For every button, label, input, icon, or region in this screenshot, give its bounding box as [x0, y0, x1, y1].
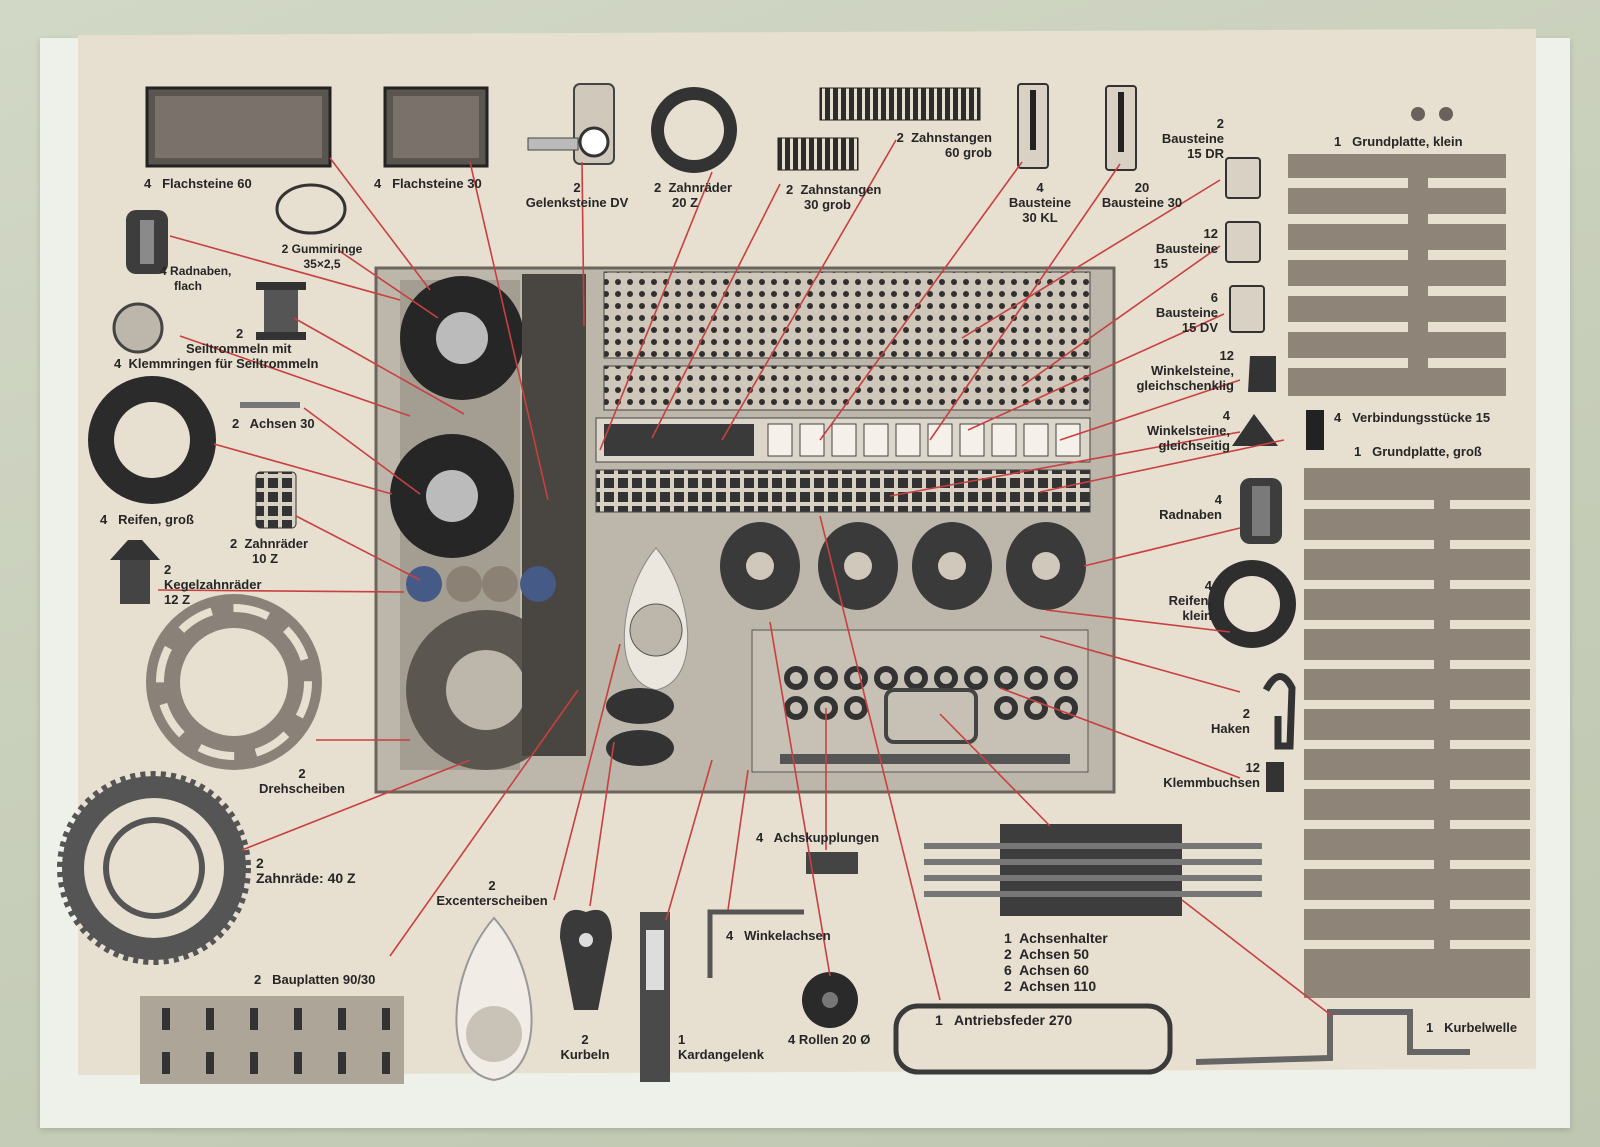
rolle-image	[802, 972, 858, 1028]
bausteine-15dr-image	[1226, 158, 1260, 198]
label-achsen-30: 2 Achsen 30	[232, 416, 315, 431]
bauplatte-image	[140, 996, 404, 1084]
winkelsteine-gleichseitig-image	[1232, 414, 1278, 446]
zahnrad-40-image	[62, 776, 246, 960]
achsenhalter-image	[924, 824, 1262, 916]
haken-image	[1266, 676, 1292, 746]
winkelsteine-gleichschenklig-image	[1248, 356, 1276, 392]
label-flachsteine-30: 4 Flachsteine 30	[374, 176, 482, 191]
reifen-gross-image	[88, 376, 216, 504]
winkelachse-image	[710, 912, 804, 978]
gelenksteine-image	[528, 84, 614, 164]
zahnrad-20-image	[651, 87, 737, 173]
zahnstange-30-image	[778, 138, 858, 170]
label-grundplatte-klein: 1 Grundplatte, klein	[1334, 134, 1463, 149]
kardangelenk-image	[640, 912, 670, 1082]
bausteine-15-image	[1226, 222, 1260, 262]
verbindungsstueck-image	[1306, 410, 1324, 450]
zahnstange-60-image	[820, 88, 980, 120]
label-reifen-gross: 4 Reifen, groß	[100, 512, 194, 527]
label-flachsteine-60: 4 Flachsteine 60	[144, 176, 252, 191]
label-achsen-60: 6 Achsen 60	[1004, 962, 1108, 978]
label-achsen-110: 2 Achsen 110	[1004, 978, 1108, 994]
label-antriebsfeder: 1 Antriebsfeder 270	[935, 1013, 1072, 1028]
label-achskupplungen: 4 Achskupplungen	[756, 830, 879, 845]
reifen-klein-image	[1208, 560, 1296, 648]
klemmbuchsen-image	[1266, 762, 1284, 792]
kegelzahnrad-image	[110, 540, 160, 604]
label-achsen-50: 2 Achsen 50	[1004, 946, 1108, 962]
label-kurbelwelle: 1 Kurbelwelle	[1426, 1020, 1517, 1035]
zahnrad-10-image	[256, 472, 296, 528]
label-grundplatte-gross: 1 Grundplatte, groß	[1354, 444, 1482, 459]
grundplatte-gross-image	[1304, 468, 1530, 998]
label-rollen: 4 Rollen 20 Ø	[788, 1032, 870, 1047]
label-radnaben-flach: 4 Radnaben,flach	[160, 264, 231, 294]
achse-30-image	[240, 402, 300, 408]
label-winkelachsen: 4 Winkelachsen	[726, 928, 831, 943]
label-verbindungsstuecke: 4 Verbindungsstücke 15	[1334, 410, 1490, 425]
label-achsen-list: 1 Achsenhalter 2 Achsen 50 6 Achsen 60 2…	[1004, 930, 1108, 994]
achskupplung-image	[806, 852, 858, 874]
radnaben-image	[1240, 478, 1282, 544]
grundplatte-klein-image	[1288, 154, 1506, 396]
label-bauplatten: 2 Bauplatten 90/30	[254, 972, 375, 987]
bausteine-15dv-image	[1230, 286, 1264, 332]
storage-tray	[376, 268, 1114, 792]
label-achsenhalter: 1 Achsenhalter	[1004, 930, 1108, 946]
drehscheibe-image	[146, 594, 322, 770]
kurbel-image	[560, 910, 612, 1010]
gummiring-image	[277, 185, 345, 233]
